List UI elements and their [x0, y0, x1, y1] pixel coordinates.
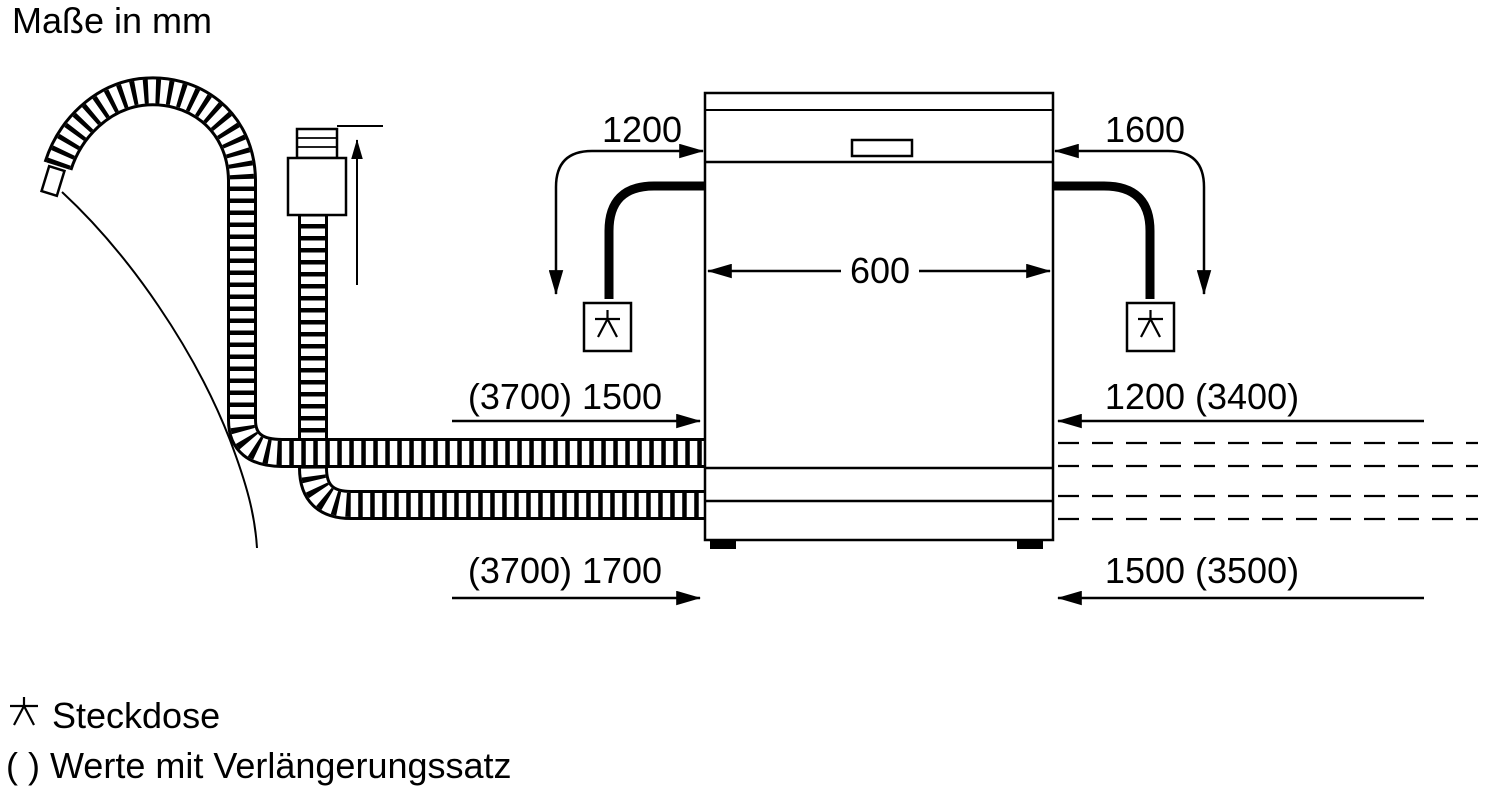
page-title: Maße in mm — [12, 0, 212, 41]
legend-socket-label: Steckdose — [52, 695, 220, 736]
foot-right — [1017, 540, 1043, 549]
socket-left — [582, 301, 633, 353]
socket-icon — [1138, 310, 1163, 338]
aquastop-cap — [295, 127, 339, 160]
door-handle — [850, 138, 914, 158]
legend-extension-note: ( ) Werte mit Verlängerungssatz — [6, 745, 512, 786]
supply-hose — [298, 212, 705, 520]
socket-icon-legend — [10, 697, 38, 726]
dimension-arrow-top-right — [1053, 143, 1212, 296]
dimension-label-bottom-right: 1500 (3500) — [1105, 550, 1299, 591]
dimension-arrow-top-left — [548, 143, 705, 296]
socket-right — [1125, 301, 1176, 353]
dimension-label-width: 600 — [850, 250, 910, 291]
power-cord-right — [1054, 181, 1155, 299]
extension-hose-dashed-lines — [1058, 441, 1478, 521]
socket-icon — [595, 310, 620, 338]
foot-left — [710, 540, 736, 549]
dimension-label-bottom-left: (3700) 1700 — [468, 550, 662, 591]
drain-hose — [43, 76, 705, 468]
dishwasher — [703, 91, 1055, 549]
hose-end-connector — [39, 164, 67, 198]
aquastop-valve — [286, 127, 348, 217]
dimension-label-top-right: 1600 — [1105, 109, 1185, 150]
power-cord-left — [604, 181, 704, 299]
aquastop-cap-threads — [297, 137, 337, 148]
power-cable-line — [61, 191, 258, 549]
dimension-label-top-left: 1200 — [602, 109, 682, 150]
dimension-label-mid-left: (3700) 1500 — [468, 376, 662, 417]
dishwasher-outline — [703, 91, 1055, 542]
aquastop-body — [286, 156, 348, 217]
dimension-label-mid-right: 1200 (3400) — [1105, 376, 1299, 417]
